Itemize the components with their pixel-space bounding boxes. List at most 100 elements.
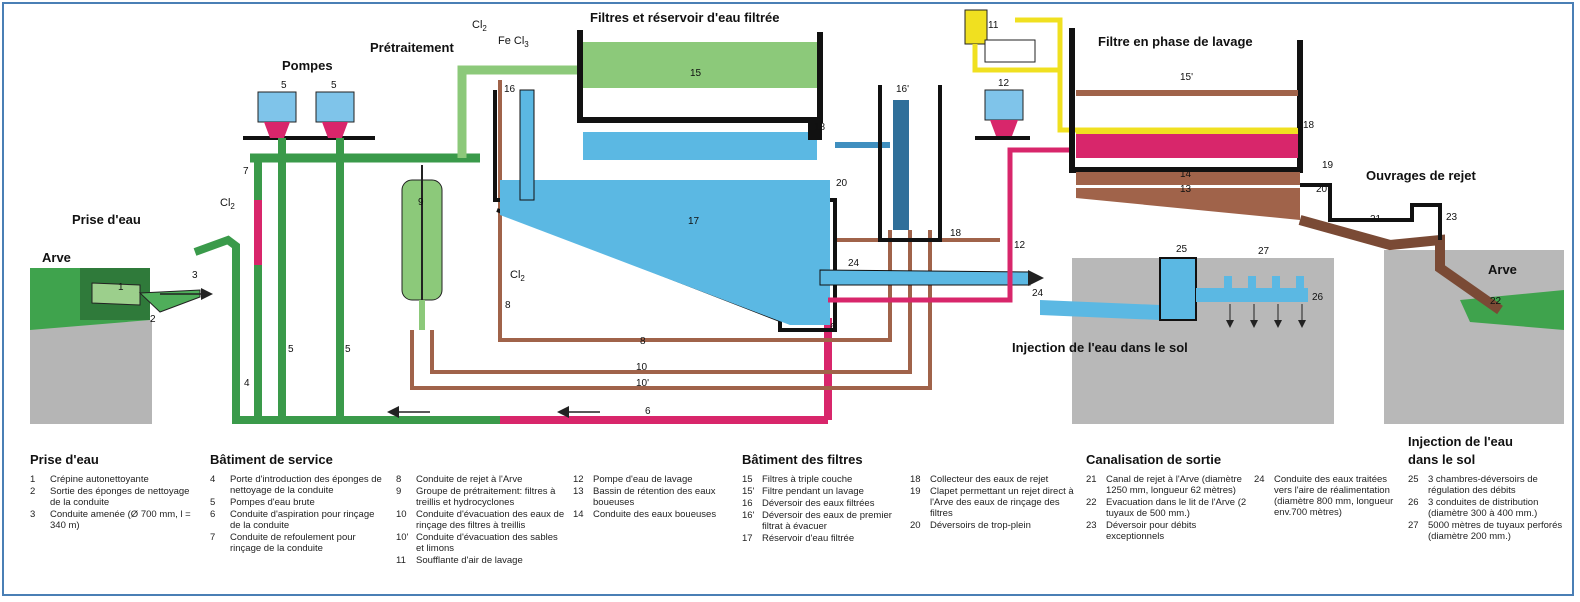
num-7: 7 bbox=[243, 166, 249, 177]
legend-item-number: 17 bbox=[742, 533, 753, 544]
filter-underdrain bbox=[583, 132, 817, 160]
num-12a: 12 bbox=[998, 78, 1010, 89]
num-12b: 12 bbox=[1014, 240, 1026, 251]
legend-item: 9 Groupe de prétraitement: filtres à trei… bbox=[396, 486, 566, 508]
legend-item-number: 8 bbox=[396, 474, 402, 485]
legend-item-text: 3 conduites de distribution (diamètre 30… bbox=[1428, 497, 1539, 519]
legend-item-number: 16' bbox=[742, 510, 755, 521]
num-5c: 5 bbox=[288, 344, 294, 355]
legend-item-number: 18 bbox=[910, 474, 921, 485]
legend-item: 18 Collecteur des eaux de rejet bbox=[910, 474, 1082, 485]
legend-item-number: 14 bbox=[573, 509, 584, 520]
num-6a: 6 bbox=[645, 406, 651, 417]
label-pretraitement: Prétraitement bbox=[370, 40, 454, 55]
legend-item-text: Filtre pendant un lavage bbox=[762, 486, 864, 497]
num-16: 16 bbox=[504, 84, 516, 95]
num-15: 15 bbox=[690, 68, 702, 79]
legend-item-text: Groupe de prétraitement: filtres à treil… bbox=[416, 486, 556, 508]
legend-title-injection-2: dans le sol bbox=[1408, 452, 1476, 467]
num-10p: 10' bbox=[636, 378, 649, 389]
num-5a: 5 bbox=[281, 80, 287, 91]
num-4: 4 bbox=[244, 378, 250, 389]
reservoir-17 bbox=[500, 180, 830, 325]
legend-item-text: Déversoir pour débits exceptionnels bbox=[1106, 520, 1197, 542]
num-15p: 15' bbox=[1180, 72, 1193, 83]
legend-item-number: 25 bbox=[1408, 474, 1419, 485]
legend-item-number: 10' bbox=[396, 532, 409, 543]
distribution-26 bbox=[1196, 288, 1308, 302]
num-17: 17 bbox=[688, 216, 700, 227]
pipe-24 bbox=[819, 269, 1031, 286]
num-26: 26 bbox=[1312, 292, 1324, 303]
air-pipe-top bbox=[1015, 17, 1063, 70]
num-2: 2 bbox=[150, 314, 156, 325]
legend-item-text: Conduite des eaux traitées vers l'aire d… bbox=[1274, 474, 1394, 518]
num-24a: 24 bbox=[848, 258, 860, 269]
label-arve-left: Arve bbox=[42, 250, 71, 265]
legend-item-number: 11 bbox=[396, 555, 406, 566]
ground-left bbox=[30, 320, 152, 424]
air-blower-11 bbox=[964, 9, 988, 45]
legend-item-number: 23 bbox=[1086, 520, 1097, 531]
legend-item-number: 3 bbox=[30, 509, 36, 520]
num-18b: 18 bbox=[950, 228, 962, 239]
pump-2-head bbox=[322, 122, 348, 138]
num-18a: 18 bbox=[814, 122, 826, 133]
perforated-pipes-27 bbox=[1224, 276, 1306, 328]
legend-item-text: Déversoir des eaux filtrées bbox=[762, 498, 875, 509]
label-ouvrages: Ouvrages de rejet bbox=[1366, 168, 1476, 183]
legend-item-text: Réservoir d'eau filtrée bbox=[762, 533, 855, 544]
pump-motor-2 bbox=[315, 91, 355, 123]
pretreatment-pipe bbox=[457, 65, 580, 158]
legend-item-text: Déversoir des eaux de premier filtrat à … bbox=[762, 510, 892, 532]
num-21: 21 bbox=[1370, 214, 1382, 225]
legend-item: 2 Sortie des éponges de nettoyage de la c… bbox=[30, 486, 195, 508]
filter-15-bed bbox=[583, 42, 817, 88]
legend-item-number: 26 bbox=[1408, 497, 1419, 508]
wash-pump-head bbox=[990, 120, 1018, 136]
num-24b: 24 bbox=[1032, 288, 1044, 299]
legend-item-number: 9 bbox=[396, 486, 402, 497]
self-cleaning-strainer bbox=[91, 282, 141, 306]
chem-cl2-c: Cl2 bbox=[510, 269, 525, 283]
num-22: 22 bbox=[1490, 296, 1502, 307]
num-14: 14 bbox=[1180, 169, 1192, 180]
chem-cl2-a: Cl2 bbox=[472, 19, 487, 33]
legend-item-text: Collecteur des eaux de rejet bbox=[930, 474, 1049, 485]
legend-item-number: 21 bbox=[1086, 474, 1097, 485]
num-20b: 20 bbox=[1316, 184, 1328, 195]
pump-1-head bbox=[264, 122, 290, 138]
legend-title-injection-1: Injection de l'eau bbox=[1408, 434, 1513, 449]
legend-item-number: 2 bbox=[30, 486, 36, 497]
legend-item-text: 5000 mètres de tuyaux perforés (diamètre… bbox=[1428, 520, 1563, 542]
outfall-structure bbox=[1300, 183, 1442, 240]
legend-item-text: Sortie des éponges de nettoyage de la co… bbox=[50, 486, 190, 508]
legend-item-text: Evacuation dans le lit de l'Arve (2 tuya… bbox=[1106, 497, 1247, 519]
num-19: 19 bbox=[1322, 160, 1334, 171]
label-arve-right: Arve bbox=[1488, 262, 1517, 277]
num-8a: 8 bbox=[505, 300, 511, 311]
backwash-pipe bbox=[828, 147, 1075, 303]
weir-16 bbox=[519, 89, 535, 201]
num-5d: 5 bbox=[345, 344, 351, 355]
legend-item-number: 15' bbox=[742, 486, 755, 497]
legend-item-text: Conduite de refoulement pour rinçage de … bbox=[230, 532, 356, 554]
legend-item-number: 22 bbox=[1086, 497, 1097, 508]
weir-16p-fill bbox=[893, 100, 909, 230]
label-pompes: Pompes bbox=[282, 58, 333, 73]
